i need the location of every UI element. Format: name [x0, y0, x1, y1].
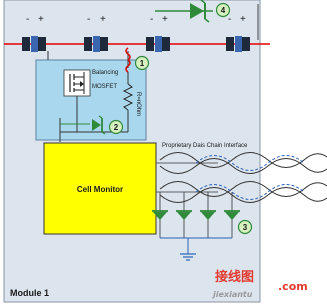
svg-text:4: 4: [221, 6, 226, 15]
balancing-label: Balancing: [92, 70, 118, 76]
cell-4-minus: -: [228, 14, 231, 25]
callout-3: 3: [237, 219, 253, 235]
cell-2-plus: +: [100, 14, 106, 25]
watermark-cn: 接线图: [215, 269, 254, 285]
fuse-icon-lower: [125, 59, 131, 73]
module-label: Module 1: [10, 288, 49, 298]
cell-1-plus: +: [38, 14, 44, 25]
svg-text:3: 3: [243, 223, 248, 232]
protection-diode: [155, 0, 213, 23]
cell-1-minus: -: [26, 14, 29, 25]
cell-4-plus: +: [240, 14, 246, 25]
callout-2: 2: [108, 119, 124, 135]
svg-text:1: 1: [140, 59, 145, 68]
watermark-com: .com: [278, 280, 308, 293]
cell-3-minus: -: [150, 14, 153, 25]
esd-diode-array: [152, 210, 240, 220]
cell-3: - +: [146, 14, 170, 52]
twisted-pair-lower: [159, 181, 327, 203]
mosfet-label: MOSFET: [92, 84, 117, 90]
svg-text:2: 2: [114, 123, 119, 132]
cell-monitor-label: Cell Monitor: [77, 185, 123, 194]
fuse-icon: [125, 47, 131, 61]
resistor-icon: [122, 83, 134, 111]
zener-diode-2: [92, 115, 106, 135]
cell-2-minus: -: [87, 14, 90, 25]
callout-4: 4: [215, 2, 231, 18]
resistor-label: R=nOhm: [135, 92, 141, 116]
balancing-box: [35, 59, 147, 141]
twisted-pair-upper: [159, 152, 327, 174]
cell-2: - +: [84, 14, 108, 52]
cell-3-plus: +: [162, 14, 168, 25]
ground-icon: [180, 253, 196, 261]
cell-monitor-block: [43, 142, 157, 235]
watermark-latin: jiexiantu: [211, 290, 253, 299]
cell-4: - +: [226, 14, 250, 52]
callout-1: 1: [134, 55, 150, 71]
mosfet-icon: [63, 69, 91, 97]
cell-1: - +: [22, 14, 46, 52]
interface-label: Proprietary Dais Chain Interface: [162, 143, 248, 149]
